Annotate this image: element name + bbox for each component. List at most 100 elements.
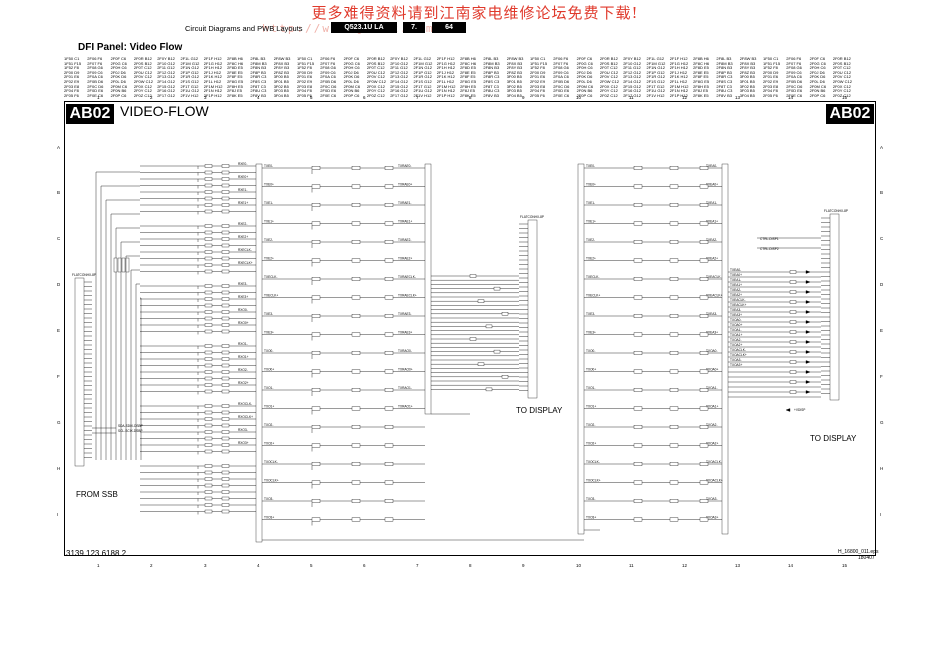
ref-code: 2F8B H6 bbox=[460, 56, 476, 61]
right-chip-column-right bbox=[721, 163, 729, 535]
ref-code: 2F0P C6 bbox=[809, 92, 826, 98]
left-signal-label: RXOCLK+ bbox=[238, 415, 253, 419]
ref-code: 2F8G E5 bbox=[693, 79, 710, 84]
resistor bbox=[221, 203, 230, 207]
ref-code: 3F02 B5 bbox=[506, 83, 522, 89]
resistor bbox=[669, 388, 679, 392]
ref-code: 2F1S G12 bbox=[180, 79, 199, 84]
ref-code: 2F00 D9 bbox=[530, 69, 546, 75]
filter-cap bbox=[789, 350, 797, 354]
ref-code: 3F03 B5 bbox=[273, 88, 289, 94]
ref-code: 2F0L D6 bbox=[110, 79, 126, 84]
ref-code: 2F1L G12 bbox=[180, 56, 199, 61]
right-output-label: TXOA3+ bbox=[730, 363, 742, 367]
ref-code: 2F0A C6 bbox=[553, 74, 569, 80]
ref-code: 2F03 E8 bbox=[530, 83, 546, 89]
resistor bbox=[204, 256, 213, 261]
ref-code: 2F0X C12 bbox=[366, 83, 385, 89]
ref-code: 2F0F C6 bbox=[576, 56, 593, 61]
resistor bbox=[351, 332, 361, 337]
right-output-label: TXOACLK- bbox=[730, 348, 746, 352]
grid-row-left: E bbox=[57, 328, 61, 333]
mid-signal-label: TXE3+ bbox=[264, 331, 274, 335]
grid-row-right: D bbox=[880, 282, 884, 287]
ctrl-label: CTRL-DISP1 bbox=[760, 237, 779, 241]
header-label: Circuit Diagrams and PWB Layouts bbox=[185, 24, 303, 33]
resistor bbox=[204, 297, 213, 301]
schematic-sheet bbox=[64, 101, 876, 556]
ref-code: 2F8F E5 bbox=[693, 74, 709, 80]
ref-code: 2F8K E5 bbox=[693, 92, 709, 98]
resistor bbox=[384, 425, 394, 429]
resistor bbox=[204, 503, 213, 507]
left-signal-label: RXE3- bbox=[238, 282, 247, 286]
ref-code: 2F17 G12 bbox=[157, 92, 175, 98]
ref-code: 2F0T C12 bbox=[599, 65, 618, 71]
resistor bbox=[351, 369, 361, 374]
resistor bbox=[351, 517, 361, 522]
right-input-label: TXO0- bbox=[586, 349, 595, 353]
signal-arrow bbox=[805, 310, 811, 314]
resistor bbox=[204, 509, 213, 514]
ref-code: 2F1F H12 bbox=[203, 56, 222, 61]
ref-code: 2F06 F6 bbox=[320, 56, 336, 61]
ref-code: 2F8G E5 bbox=[227, 79, 244, 84]
resistor bbox=[221, 323, 230, 327]
resistor bbox=[699, 517, 709, 522]
ref-code: 2F8L B3 bbox=[716, 56, 732, 61]
ref-code: 2F15 G12 bbox=[623, 83, 641, 89]
ref-code: 2F1P H12 bbox=[669, 92, 688, 98]
resistor bbox=[221, 243, 230, 248]
resistor bbox=[699, 277, 709, 281]
resistor bbox=[699, 462, 709, 466]
grid-col-bottom: 6 bbox=[363, 563, 366, 568]
resistor bbox=[221, 170, 230, 175]
ref-code: 2F0X C12 bbox=[832, 83, 851, 89]
resistor bbox=[633, 258, 643, 263]
ref-code: 2F1M G12 bbox=[180, 60, 200, 66]
resistor bbox=[311, 388, 321, 392]
mid-signal-label: TXE2- bbox=[264, 238, 273, 242]
right-input-label: TXO0+ bbox=[586, 368, 596, 372]
resistor bbox=[633, 184, 643, 189]
resistor bbox=[204, 383, 213, 387]
ref-code: 2F8S C3 bbox=[483, 79, 500, 84]
right-signal-label: TXEACLK- bbox=[706, 275, 722, 279]
resistor bbox=[204, 203, 213, 207]
mid-output-label: TXRAECLK- bbox=[398, 275, 416, 279]
grid-col-top: 10 bbox=[576, 95, 582, 100]
ref-code: 3F00 B5 bbox=[273, 74, 289, 80]
resistor bbox=[669, 184, 679, 189]
resistor bbox=[204, 363, 213, 368]
ref-code: 2F1M G12 bbox=[413, 60, 433, 66]
ref-code: 2F13 G12 bbox=[157, 74, 175, 80]
ref-code: 1F51 F15 bbox=[64, 60, 82, 66]
ref-code: 2F0J D6 bbox=[110, 69, 126, 75]
resistor bbox=[221, 297, 230, 301]
ref-code: 2F15 G12 bbox=[390, 83, 408, 89]
resistor bbox=[311, 369, 321, 374]
resistor bbox=[351, 166, 361, 170]
ref-code: 2F0U C12 bbox=[832, 69, 852, 75]
ref-code: 2F0G C6 bbox=[110, 60, 127, 66]
right-output-label: TXEA3+ bbox=[730, 313, 742, 317]
grid-col-bottom: 11 bbox=[629, 563, 634, 568]
resistor bbox=[221, 290, 230, 295]
right-output-label: TXOA1+ bbox=[730, 333, 742, 337]
ref-code: 3F00 B5 bbox=[506, 74, 522, 80]
resistor bbox=[221, 430, 230, 434]
left-connector-label: FLATCONHX-8P bbox=[72, 273, 96, 277]
grid-col-top: 14 bbox=[788, 95, 794, 100]
ref-code: 2F0U C12 bbox=[133, 69, 153, 75]
ref-code: 2F1N G12 bbox=[180, 65, 199, 71]
ref-code: 2F02 E9 bbox=[64, 79, 80, 84]
ref-code: 2F1L G12 bbox=[646, 56, 665, 61]
ref-code: 2F0D E6 bbox=[320, 88, 337, 94]
resistor bbox=[204, 196, 213, 201]
resistor bbox=[351, 499, 361, 503]
resistor bbox=[633, 277, 643, 281]
resistor bbox=[311, 184, 321, 189]
ref-code: 2F0E C6 bbox=[320, 92, 337, 98]
ref-code: 2F00 D9 bbox=[763, 69, 779, 75]
ref-code: 2F0H C6 bbox=[576, 65, 593, 71]
